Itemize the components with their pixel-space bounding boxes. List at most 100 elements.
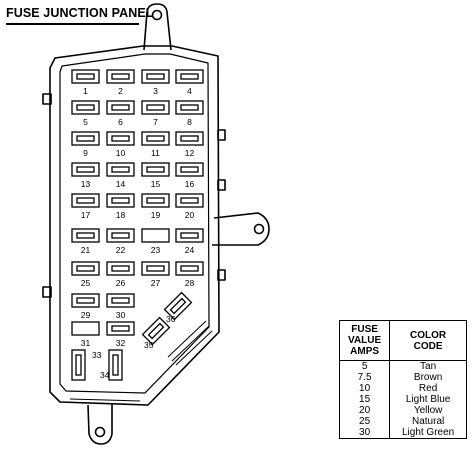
fuse-slot: 9 [71,131,100,158]
fuse-number-label: 4 [187,86,192,96]
fuse-slot: 19 [141,193,170,220]
fuse-slot: 27 [141,261,170,288]
fuse-outline [106,321,135,336]
fuse-slot: 20 [175,193,204,220]
fuse-outline [106,162,135,177]
fuse-number-label: 8 [187,117,192,127]
legend-amps: 30 [338,427,391,439]
right-mounting-hole [253,223,265,235]
fuse-outline [141,228,170,243]
fuse-slot: 14 [106,162,135,189]
legend-amps: 5 [338,360,391,372]
fuse-number-label: 18 [116,210,126,220]
fuse-outline [141,261,170,276]
diagonal-rib-3 [175,330,213,366]
page-title: FUSE JUNCTION PANEL [6,6,154,20]
fuse-slot: 4 [175,69,204,96]
fuse-blade [180,166,199,173]
fuse-blade [76,297,95,304]
fuse-slot: 22 [106,228,135,255]
fuse-slot: 11 [141,131,170,158]
fuse-outline [163,291,193,321]
fuse-blade [180,197,199,204]
fuse-number-label: 26 [116,278,126,288]
fuse-blade [76,265,95,272]
fuse-outline [71,349,86,381]
fuse-outline [175,261,204,276]
legend-color: Yellow [389,405,467,416]
fuse-slot: 31 [71,321,100,348]
fuse-slot: 35 [141,316,171,350]
fuse-outline [175,131,204,146]
fuse-number-label: 29 [81,310,91,320]
fuse-blade [76,166,95,173]
fuse-outline [141,100,170,115]
fuse-slot: 1 [71,69,100,96]
right-latch-mid [217,179,226,191]
fuse-outline [108,349,123,381]
fuse-number-label: 15 [151,179,161,189]
legend-amps: 20 [338,405,391,416]
fuse-number-label: 28 [185,278,195,288]
legend-amps: 10 [338,383,391,394]
fuse-blade [146,166,165,173]
fuse-number-label: 10 [116,148,126,158]
fuse-slot: 15 [141,162,170,189]
fuse-slot: 34 [100,349,123,381]
fuse-number-label: 6 [118,117,123,127]
fuse-slot: 29 [71,293,100,320]
fuse-number-label: 13 [81,179,91,189]
legend-color: Light Green [389,427,467,439]
fuse-number-label: 11 [151,148,160,158]
fuse-slot: 17 [71,193,100,220]
fuse-slot: 8 [175,100,204,127]
fuse-outline [106,228,135,243]
left-latch-upper [42,93,52,105]
fuse-blade [180,135,199,142]
fuse-slot: 21 [71,228,100,255]
fuse-number-label: 7 [153,117,158,127]
legend-color: Tan [389,360,467,372]
fuse-slot: 5 [71,100,100,127]
fuse-number-label: 36 [166,314,176,324]
fuse-number-label: 32 [116,338,126,348]
legend-color: Red [389,383,467,394]
fuse-outline [71,131,100,146]
fuse-number-label: 20 [185,210,195,220]
fuse-blade [111,232,130,239]
fuse-outline [71,293,100,308]
fuse-slot: 16 [175,162,204,189]
fuse-blade [180,232,199,239]
fuse-outline [175,162,204,177]
fuse-slot: 13 [71,162,100,189]
fuse-number-label: 34 [100,370,110,380]
legend-amps: 15 [338,394,391,405]
fuse-blade [76,104,95,111]
fuse-number-label: 19 [151,210,161,220]
fuse-slot: 30 [106,293,135,320]
fuse-outline [71,321,100,336]
fuse-blade [111,297,130,304]
fuse-blade [180,73,199,80]
fuse-number-label: 31 [81,338,91,348]
title-underline [6,23,139,25]
fuse-slot: 32 [106,321,135,348]
fuse-number-label: 16 [185,179,195,189]
fuse-blade [146,197,165,204]
fuse-outline [141,193,170,208]
top-mounting-hole [151,9,163,21]
fuse-number-label: 35 [144,340,154,350]
fuse-number-label: 33 [92,350,102,360]
fuse-slot: 24 [175,228,204,255]
fuse-number-label: 3 [153,86,158,96]
left-latch-lower [42,286,52,298]
fuse-slot: 36 [163,291,193,324]
fuse-blade [76,73,95,80]
fuse-slot: 12 [175,131,204,158]
fuse-blade [76,135,95,142]
diagonal-rib-2 [171,325,210,362]
fuse-number-label: 2 [118,86,123,96]
